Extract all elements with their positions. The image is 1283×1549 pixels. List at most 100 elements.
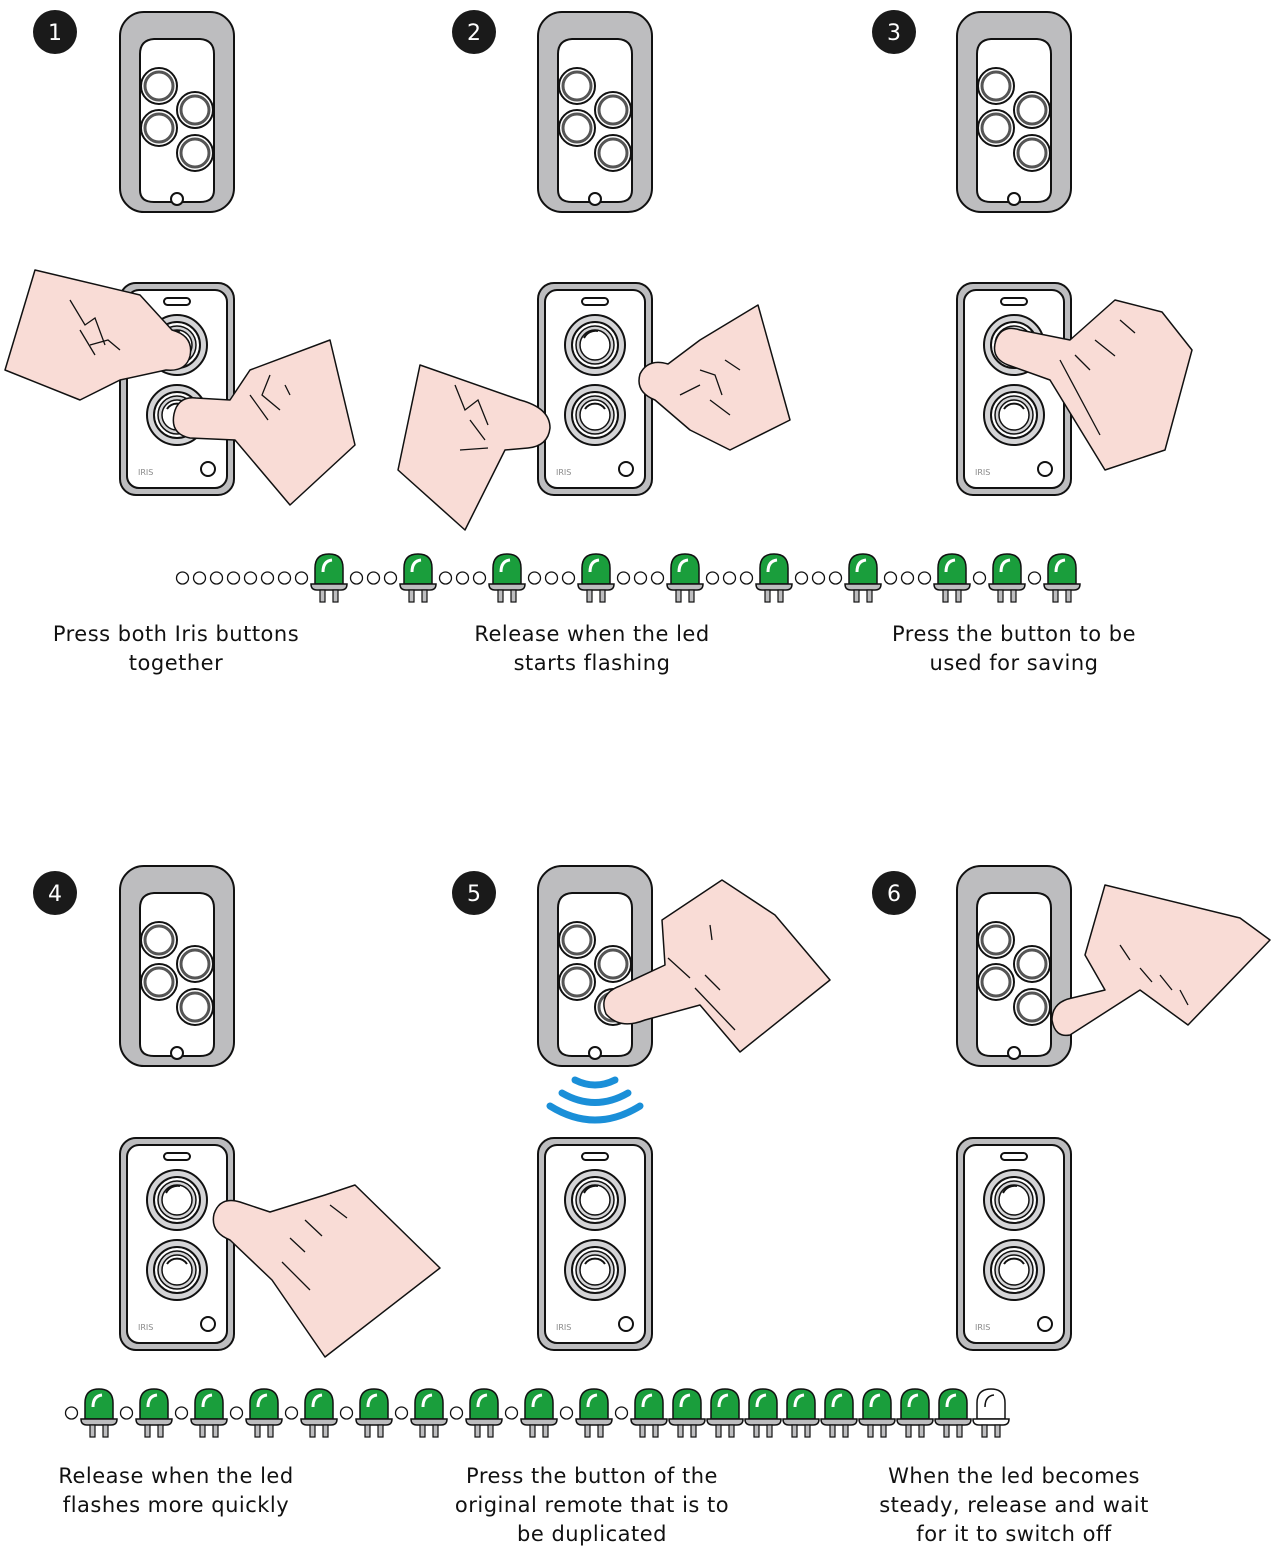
led-pause-dot (284, 1406, 299, 1420)
led-pause-dot (175, 571, 190, 585)
led-green-icon (576, 552, 616, 604)
led-pause-dot (226, 571, 241, 585)
right-hand-icon (638, 304, 791, 451)
original-remote-icon (118, 864, 236, 1068)
step-badge-2: 2 (452, 10, 496, 54)
led-green-icon (843, 552, 883, 604)
led-green-icon (398, 552, 438, 604)
led-pause-dot (633, 571, 648, 585)
led-green-icon (665, 552, 705, 604)
led-green-icon (79, 1387, 119, 1439)
led-pause-dot (455, 571, 470, 585)
led-pause-dot (472, 571, 487, 585)
iris-remote-icon: IRIS (956, 282, 1072, 496)
led-green-icon (895, 1387, 935, 1439)
svg-text:IRIS: IRIS (556, 1323, 571, 1332)
step-1-caption: Press both Iris buttons together (52, 622, 300, 675)
led-green-icon (629, 1387, 669, 1439)
step-badge-1: 1 (33, 10, 77, 54)
left-hand-icon (4, 269, 192, 401)
led-pause-dot (883, 571, 898, 585)
led-green-icon (705, 1387, 745, 1439)
svg-text:4: 4 (48, 882, 62, 907)
led-green-icon (1042, 552, 1082, 604)
led-pause-dot (650, 571, 665, 585)
led-pause-dot (339, 1406, 354, 1420)
led-green-icon (244, 1387, 284, 1439)
step-5-caption: Press the button of the original remote … (454, 1464, 730, 1546)
pointing-hand-icon (1051, 884, 1271, 1037)
svg-text:2: 2 (467, 21, 481, 46)
led-pause-dot (614, 1406, 629, 1420)
led-green-icon (464, 1387, 504, 1439)
led-green-icon (857, 1387, 897, 1439)
led-sequence-bottom (64, 1387, 1010, 1439)
svg-text:1: 1 (48, 21, 62, 46)
led-green-icon (189, 1387, 229, 1439)
led-pause-dot (383, 571, 398, 585)
right-hand-icon (172, 339, 356, 506)
led-pause-dot (349, 571, 364, 585)
led-off-icon (972, 1388, 1010, 1438)
led-pause-dot (438, 571, 453, 585)
led-pause-dot (277, 571, 292, 585)
iris-remote-icon: IRIS (537, 1137, 653, 1351)
led-pause-dot (1027, 571, 1042, 585)
led-pause-dot (294, 571, 309, 585)
original-remote-icon (955, 864, 1073, 1068)
led-pause-dot (811, 571, 826, 585)
left-hand-icon (397, 364, 551, 531)
step-badge-6: 6 (872, 871, 916, 915)
iris-remote-icon: IRIS (119, 282, 235, 496)
led-green-icon (987, 552, 1027, 604)
led-green-icon (487, 552, 527, 604)
led-pause-dot (616, 571, 631, 585)
led-green-icon (819, 1387, 859, 1439)
led-green-icon (134, 1387, 174, 1439)
led-pause-dot (119, 1406, 134, 1420)
pointing-hand-icon (603, 879, 831, 1053)
led-green-icon (309, 552, 349, 604)
iris-remote-icon: IRIS (119, 1137, 235, 1351)
led-pause-dot (449, 1406, 464, 1420)
step-3-caption: Press the button to be used for saving (891, 622, 1137, 675)
led-green-icon (754, 552, 794, 604)
led-pause-dot (504, 1406, 519, 1420)
svg-text:IRIS: IRIS (138, 468, 153, 477)
svg-text:3: 3 (887, 21, 901, 46)
led-pause-dot (192, 571, 207, 585)
led-green-icon (743, 1387, 783, 1439)
svg-text:5: 5 (467, 882, 481, 907)
led-green-icon (299, 1387, 339, 1439)
led-pause-dot (260, 571, 275, 585)
svg-text:IRIS: IRIS (138, 1323, 153, 1332)
led-green-icon (574, 1387, 614, 1439)
led-green-icon (667, 1387, 707, 1439)
led-pause-dot (544, 571, 559, 585)
led-pause-dot (561, 571, 576, 585)
led-green-icon (519, 1387, 559, 1439)
led-pause-dot (917, 571, 932, 585)
led-pause-dot (366, 571, 381, 585)
led-pause-dot (739, 571, 754, 585)
svg-text:6: 6 (887, 882, 901, 907)
step-badge-5: 5 (452, 871, 496, 915)
iris-remote-icon: IRIS (956, 1137, 1072, 1351)
led-pause-dot (174, 1406, 189, 1420)
led-pause-dot (209, 571, 224, 585)
svg-text:IRIS: IRIS (975, 1323, 990, 1332)
led-sequence-top (175, 552, 1082, 604)
iris-remote-icon: IRIS (537, 282, 653, 496)
led-green-icon (409, 1387, 449, 1439)
led-pause-dot (828, 571, 843, 585)
led-green-icon (932, 552, 972, 604)
led-pause-dot (229, 1406, 244, 1420)
step-badge-3: 3 (872, 10, 916, 54)
led-pause-dot (243, 571, 258, 585)
led-pause-dot (527, 571, 542, 585)
led-green-icon (933, 1387, 973, 1439)
step-2-caption: Release when the led starts flashing (474, 622, 710, 675)
original-remote-icon (118, 10, 236, 214)
led-pause-dot (972, 571, 987, 585)
